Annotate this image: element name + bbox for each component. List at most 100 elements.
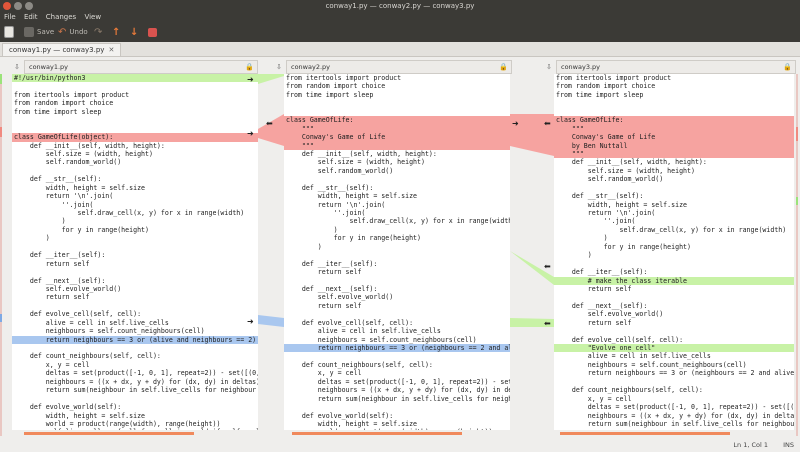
- code-line[interactable]: def __iter__(self):: [556, 268, 648, 277]
- menu-changes[interactable]: Changes: [45, 13, 77, 21]
- code-line[interactable]: return '\n'.join(: [286, 200, 386, 209]
- code-line[interactable]: "Evolve one cell": [554, 344, 794, 353]
- code-line[interactable]: #!/usr/bin/python3: [12, 74, 258, 83]
- code-line[interactable]: return '\n'.join(: [14, 192, 114, 201]
- code-line[interactable]: return '\n'.join(: [556, 209, 656, 217]
- code-line[interactable]: width, height = self.size: [14, 411, 146, 420]
- code-line[interactable]: def __next__(self):: [556, 301, 648, 310]
- code-line[interactable]: from itertools import product: [286, 74, 402, 82]
- close-tab-icon[interactable]: ✕: [108, 46, 115, 54]
- undo-button[interactable]: ↶ Undo: [58, 26, 88, 38]
- code-line[interactable]: self.random_world(): [286, 166, 394, 175]
- code-line[interactable]: width, height = self.size: [286, 192, 418, 201]
- code-line[interactable]: x, y = cell: [286, 369, 362, 378]
- maximize-window-button[interactable]: [25, 2, 33, 10]
- pane-3-download-icon[interactable]: ⇩: [546, 63, 552, 71]
- code-line[interactable]: """: [554, 149, 794, 159]
- code-line[interactable]: Conway's Game of Life: [284, 133, 510, 142]
- minimize-window-button[interactable]: [14, 2, 22, 10]
- code-line[interactable]: self.draw_cell(x, y) for x in range(widt…: [286, 217, 510, 226]
- code-line[interactable]: deltas = set(product([-1, 0, 1], repeat=…: [317, 377, 510, 386]
- pane-2-download-icon[interactable]: ⇩: [276, 63, 282, 71]
- code-line[interactable]: self.size = (width, height): [556, 166, 695, 175]
- previous-change-button[interactable]: ↑: [112, 26, 120, 38]
- menu-view[interactable]: View: [84, 13, 102, 21]
- code-line[interactable]: ): [556, 234, 608, 243]
- pane-2-filename[interactable]: conway2.py: [291, 63, 330, 71]
- merge-arrow-icon[interactable]: ⬅: [544, 262, 551, 271]
- merge-arrow-icon[interactable]: ➜: [247, 317, 254, 326]
- code-line[interactable]: def __next__(self):: [286, 284, 378, 293]
- merge-arrow-icon[interactable]: ➜: [247, 129, 254, 138]
- code-line[interactable]: def __str__(self):: [556, 192, 644, 201]
- horizontal-scrollbar-3[interactable]: [560, 432, 730, 435]
- redo-button[interactable]: ↷: [94, 26, 102, 38]
- code-line[interactable]: def __iter__(self):: [286, 259, 378, 268]
- code-line[interactable]: def evolve_world(self):: [286, 411, 394, 420]
- code-line[interactable]: ): [14, 217, 66, 226]
- code-line[interactable]: self.size = (width, height): [14, 149, 153, 158]
- pane-3-lock-icon[interactable]: 🔒: [783, 63, 792, 71]
- pane-1-lock-icon[interactable]: 🔒: [245, 63, 254, 71]
- code-line[interactable]: def count_neighbours(self, cell):: [14, 352, 161, 361]
- code-line[interactable]: return neighbours == 3 or (alive and nei…: [12, 335, 258, 344]
- code-line[interactable]: from time import sleep: [286, 90, 374, 99]
- code-line[interactable]: def __str__(self):: [286, 183, 374, 192]
- code-line[interactable]: return sum(neighbour in self.live_cells …: [45, 386, 257, 395]
- code-line[interactable]: world = product(range(width), range(heig…: [284, 428, 510, 430]
- code-line[interactable]: def evolve_world(self):: [14, 403, 122, 412]
- menu-file[interactable]: File: [4, 13, 16, 21]
- code-line[interactable]: class GameOfLife(object):: [12, 133, 258, 142]
- code-line[interactable]: return self: [556, 318, 632, 327]
- code-line[interactable]: width, height = self.size: [14, 183, 146, 192]
- code-line[interactable]: neighbours = self.count_neighbours(cell): [286, 335, 477, 344]
- code-line[interactable]: x, y = cell: [556, 394, 632, 403]
- code-line[interactable]: self.live_cells = {cell for cell in worl…: [12, 428, 258, 430]
- code-line[interactable]: ): [556, 251, 592, 260]
- code-line[interactable]: return self: [14, 259, 90, 268]
- code-line[interactable]: def count_neighbours(self, cell):: [556, 386, 703, 395]
- pane-1-download-icon[interactable]: ⇩: [14, 63, 20, 71]
- code-line[interactable]: ''.join(: [556, 217, 636, 226]
- pane-1-filename[interactable]: conway1.py: [29, 63, 68, 71]
- merge-arrow-icon[interactable]: ⬅: [544, 119, 551, 128]
- next-change-button[interactable]: ↓: [130, 26, 138, 38]
- code-line[interactable]: world = product(range(width), range(heig…: [14, 419, 221, 428]
- code-line[interactable]: self.draw_cell(x, y) for x in range(widt…: [14, 209, 245, 217]
- horizontal-scrollbar-2[interactable]: [292, 432, 462, 435]
- code-line[interactable]: ): [286, 242, 322, 251]
- code-line[interactable]: return neighbours == 3 or (neighbours ==…: [284, 344, 510, 353]
- close-window-button[interactable]: [3, 2, 11, 10]
- code-line[interactable]: """: [284, 141, 510, 150]
- code-line[interactable]: for y in range(height): [286, 234, 421, 243]
- tab-comparison[interactable]: conway1.py — conway3.py ✕: [2, 43, 122, 56]
- code-line[interactable]: neighbours = self.count_neighbours(cell): [14, 327, 205, 336]
- overview-map-right[interactable]: [796, 74, 798, 436]
- code-line[interactable]: deltas = set(product([-1, 0, 1], repeat=…: [587, 403, 794, 412]
- code-line[interactable]: def __init__(self, width, height):: [556, 158, 707, 167]
- horizontal-scrollbar-1[interactable]: [24, 432, 194, 435]
- code-line[interactable]: neighbours = ((x + dx, y + dy) for (dx, …: [286, 386, 510, 395]
- code-view-1[interactable]: #!/usr/bin/python3 from itertools import…: [12, 74, 258, 430]
- code-line[interactable]: deltas = set(product([-1, 0, 1], repeat=…: [14, 369, 258, 378]
- pane-3-filename[interactable]: conway3.py: [561, 63, 600, 71]
- code-line[interactable]: ): [14, 234, 50, 243]
- code-line[interactable]: """: [554, 124, 794, 134]
- code-line[interactable]: self.random_world(): [14, 158, 122, 167]
- code-line[interactable]: from random import choice: [556, 82, 656, 91]
- code-line[interactable]: def __str__(self):: [14, 175, 102, 184]
- code-line[interactable]: return neighbours == 3 or (neighbours ==…: [556, 369, 794, 378]
- code-line[interactable]: return self: [14, 293, 90, 302]
- merge-arrow-icon[interactable]: ➜: [512, 119, 519, 128]
- code-line[interactable]: by Ben Nuttall: [554, 141, 794, 150]
- code-line[interactable]: def __init__(self, width, height):: [14, 141, 165, 150]
- code-line[interactable]: from time import sleep: [556, 90, 644, 99]
- code-line[interactable]: return sum(neighbour in self.live_cells …: [587, 419, 794, 428]
- code-line[interactable]: def evolve_cell(self, cell):: [556, 335, 684, 344]
- code-line[interactable]: """: [284, 124, 510, 134]
- menu-edit[interactable]: Edit: [23, 13, 38, 21]
